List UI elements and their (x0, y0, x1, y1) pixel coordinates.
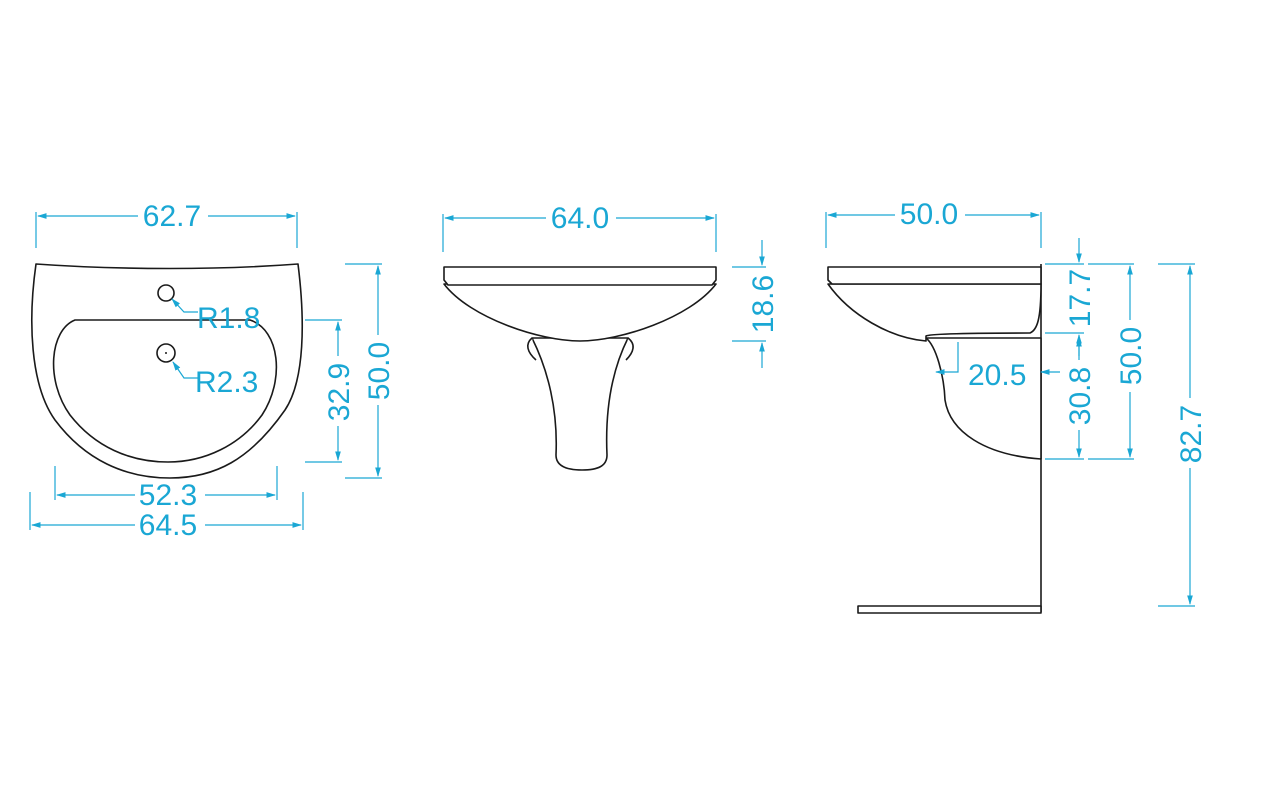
side-view-rim (827, 266, 1042, 285)
side-view-pedestal (925, 337, 1042, 460)
dim-side-rim-height: 17.7 (1064, 269, 1097, 327)
side-view-floor-plate (857, 605, 1042, 614)
side-view-bowl (827, 283, 1042, 342)
top-view: 62.7 52.3 64.5 50.0 32.9 R1.8 R2.3 (29, 198, 396, 542)
drain-center (165, 352, 167, 354)
leader-pedestal-offset (935, 342, 959, 375)
dim-side-pedestal-offset: 20.5 (968, 359, 1026, 392)
top-view-bowl-outline (52, 319, 278, 463)
dim-side-depth: 50.0 (900, 198, 958, 231)
tap-hole (157, 284, 175, 302)
dim-side-pedestal-height: 30.8 (1064, 367, 1097, 425)
side-view: 50.0 17.7 30.8 50.0 82.7 20.5 (825, 198, 1208, 614)
dim-front-width: 64.0 (551, 202, 609, 235)
front-view-bowl (443, 283, 717, 342)
dim-depth-bowl: 32.9 (323, 363, 356, 421)
dim-front-basin-height: 18.6 (747, 275, 780, 333)
dim-side-bowl-height: 50.0 (1115, 327, 1148, 385)
front-view-pedestal-shoulder-right (625, 337, 634, 361)
front-view-pedestal-shoulder-left (527, 337, 537, 361)
dim-side-mount-height: 82.7 (1175, 405, 1208, 463)
front-view-pedestal (531, 337, 629, 471)
front-view-rim (443, 266, 717, 286)
dim-depth-total: 50.0 (363, 342, 396, 400)
dim-width-overall: 64.5 (139, 509, 197, 542)
front-view: 64.0 18.6 (442, 202, 780, 471)
leader-drain (172, 361, 198, 379)
dim-width-inner: 52.3 (139, 479, 197, 512)
leader-tap-hole (171, 298, 198, 313)
dim-width-top: 62.7 (143, 200, 201, 233)
dim-radius-tap-hole: R1.8 (197, 302, 260, 335)
dim-radius-drain: R2.3 (195, 366, 258, 399)
